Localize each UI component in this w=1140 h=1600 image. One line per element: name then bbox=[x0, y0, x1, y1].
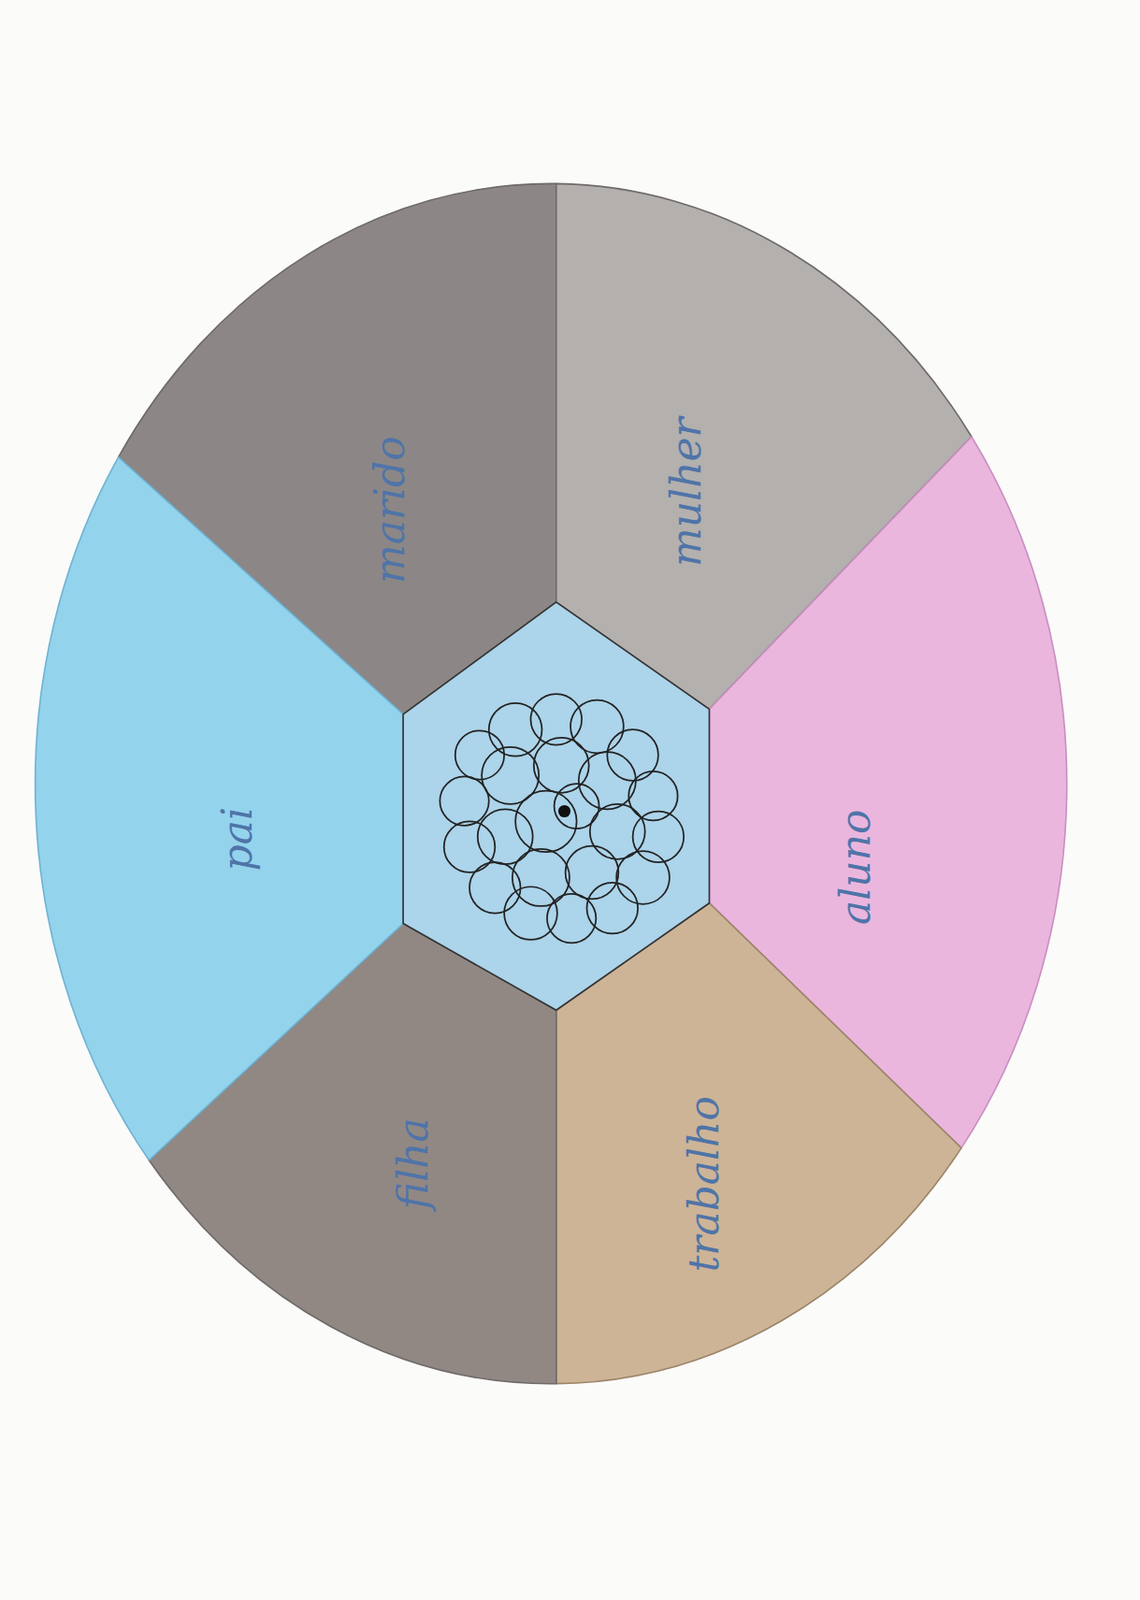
sector-label: pai bbox=[215, 807, 260, 871]
sector-label-box: pai bbox=[209, 797, 266, 881]
sector-label-box: mulher bbox=[657, 407, 714, 577]
center-hexagon bbox=[403, 602, 709, 1011]
scribble bbox=[439, 693, 684, 943]
sector-label-box: aluno bbox=[826, 800, 883, 935]
center-dot bbox=[558, 805, 571, 818]
sector-label-box: trabalho bbox=[676, 1086, 733, 1282]
sector-label-box: marido bbox=[361, 427, 419, 594]
sector-label: marido bbox=[367, 436, 413, 585]
sector-label: filha bbox=[390, 1117, 436, 1210]
sector bbox=[35, 457, 404, 1161]
sector-label: trabalho bbox=[681, 1096, 727, 1272]
sector-label-box: filha bbox=[385, 1108, 442, 1219]
sector-label: aluno bbox=[832, 809, 878, 925]
sector-label: mulher bbox=[663, 417, 708, 567]
sector bbox=[556, 903, 962, 1385]
